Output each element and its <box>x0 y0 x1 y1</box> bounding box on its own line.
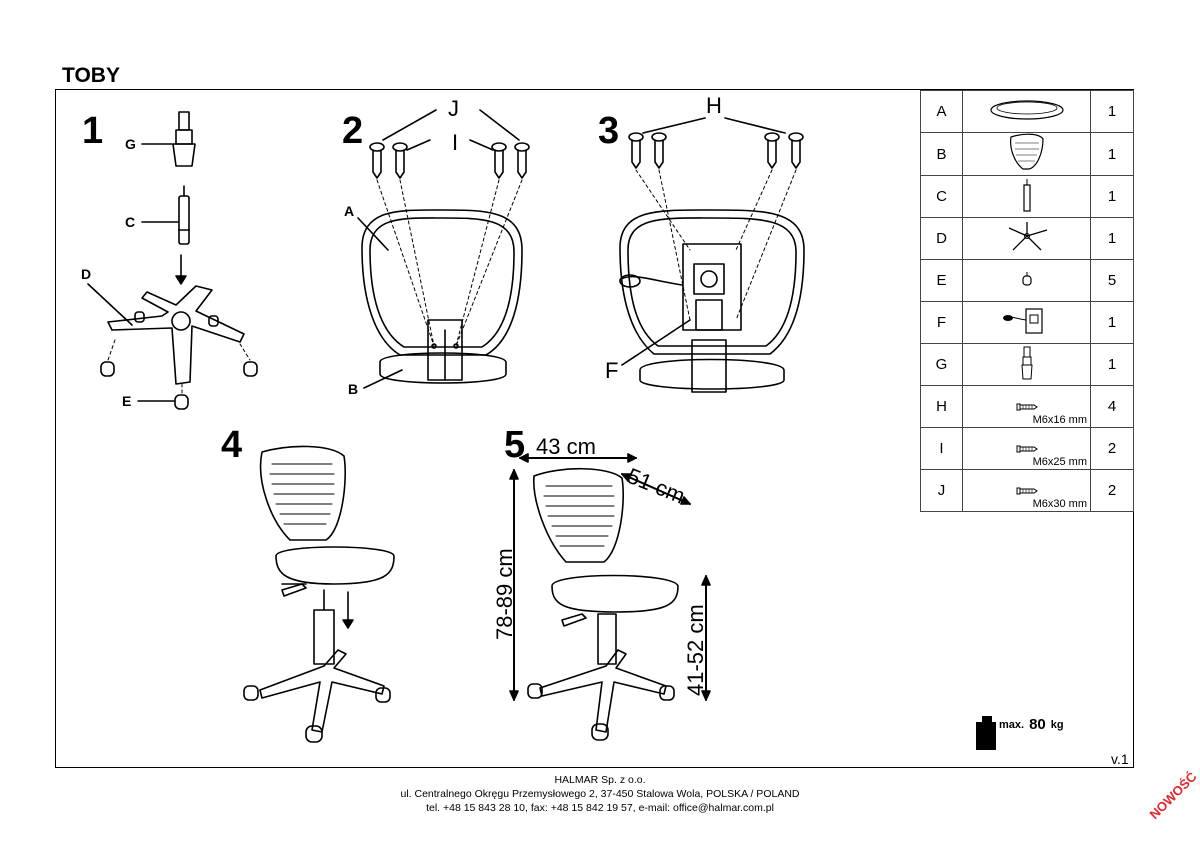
part-image <box>962 90 1091 133</box>
part-quantity: 1 <box>1090 301 1134 344</box>
step4-drawing <box>243 445 395 743</box>
gas-lift-icon <box>1021 177 1033 217</box>
part-letter: F <box>920 301 963 344</box>
part-image <box>962 175 1091 218</box>
part-letter: C <box>920 175 963 218</box>
footer: HALMAR Sp. z o.o. ul. Centralnego Okręgu… <box>300 773 900 815</box>
part-image <box>962 259 1091 302</box>
part-quantity: 1 <box>1090 217 1134 260</box>
cylinder-cover-icon <box>1020 345 1034 385</box>
label-c: C <box>125 214 136 230</box>
max-weight-unit: kg <box>1050 718 1064 731</box>
screw-icon <box>1016 398 1038 415</box>
part-letter: B <box>920 132 963 176</box>
part-spec: M6x30 mm <box>1032 498 1087 510</box>
part-letter: J <box>920 469 963 512</box>
part-image <box>962 132 1091 176</box>
backrest-icon <box>1007 133 1047 175</box>
footer-company: HALMAR Sp. z o.o. <box>554 774 646 786</box>
label-b: B <box>348 381 359 397</box>
mechanism-icon <box>1002 306 1052 340</box>
label-f: F <box>605 358 619 383</box>
seat-icon <box>987 98 1067 126</box>
step3-drawing <box>619 117 805 393</box>
part-quantity: 2 <box>1090 469 1134 512</box>
part-spec: M6x25 mm <box>1032 456 1087 468</box>
screw-icon <box>1016 440 1038 457</box>
part-image: M6x30 mm <box>962 469 1091 512</box>
part-letter: I <box>920 427 963 470</box>
part-image: M6x16 mm <box>962 385 1091 428</box>
step-number-1: 1 <box>82 110 104 152</box>
label-j: J <box>448 96 459 121</box>
step1-drawing <box>87 111 258 410</box>
dimension-seat-height: 41-52 cm <box>683 604 708 696</box>
max-weight-value: 80 <box>1029 716 1046 733</box>
part-spec: M6x16 mm <box>1032 414 1087 426</box>
footer-address: ul. Centralnego Okręgu Przemysłowego 2, … <box>400 788 800 800</box>
part-quantity: 1 <box>1090 175 1134 218</box>
part-image <box>962 301 1091 344</box>
screw-icon <box>1016 482 1038 499</box>
label-a: A <box>344 203 355 219</box>
part-letter: D <box>920 217 963 260</box>
dimension-width: 43 cm <box>536 434 596 459</box>
step2-drawing <box>357 109 530 389</box>
part-quantity: 1 <box>1090 132 1134 176</box>
star-base-icon <box>1003 220 1051 258</box>
max-weight-prefix: max. <box>999 718 1025 731</box>
part-letter: A <box>920 90 963 133</box>
step-number-3: 3 <box>598 110 620 152</box>
part-quantity: 4 <box>1090 385 1134 428</box>
version-label: v.1 <box>1111 751 1129 767</box>
label-d: D <box>81 266 92 282</box>
part-quantity: 1 <box>1090 90 1134 133</box>
part-image <box>962 343 1091 386</box>
part-quantity: 1 <box>1090 343 1134 386</box>
weight-icon <box>976 716 996 750</box>
label-g: G <box>125 136 136 152</box>
label-e: E <box>122 393 132 409</box>
step-number-4: 4 <box>221 424 243 466</box>
dimension-height: 78-89 cm <box>492 548 517 640</box>
step-number-5: 5 <box>504 424 526 466</box>
label-h: H <box>706 93 722 118</box>
part-quantity: 5 <box>1090 259 1134 302</box>
instruction-frame <box>55 89 1134 768</box>
part-letter: H <box>920 385 963 428</box>
caster-icon <box>1021 271 1033 290</box>
max-weight: max. 80 kg <box>972 716 1064 733</box>
part-letter: G <box>920 343 963 386</box>
part-quantity: 2 <box>1090 427 1134 470</box>
step5-drawing <box>509 453 711 741</box>
footer-contact: tel. +48 15 843 28 10, fax: +48 15 842 1… <box>426 802 774 814</box>
step-number-2: 2 <box>342 110 364 152</box>
part-image: M6x25 mm <box>962 427 1091 470</box>
part-letter: E <box>920 259 963 302</box>
page-title: TOBY <box>62 64 120 87</box>
part-image <box>962 217 1091 260</box>
label-i: I <box>452 130 459 155</box>
